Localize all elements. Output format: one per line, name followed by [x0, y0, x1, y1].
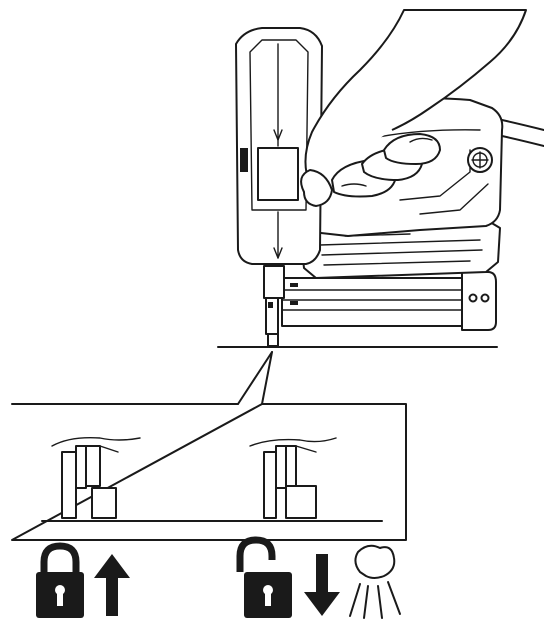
arrow-down-icon: [304, 554, 340, 616]
detail-left-locked: [51, 436, 141, 519]
detail-box: [11, 403, 407, 541]
detail-right-unlocked: [249, 437, 337, 519]
callout-pointer: [237, 351, 273, 405]
nose-column: [235, 27, 323, 347]
nail-gun-illustration: [217, 9, 544, 348]
padlock-locked-icon: [36, 542, 84, 618]
arrow-up-icon: [94, 554, 130, 616]
hand: [300, 9, 527, 207]
padlock-unlocked-icon: [236, 536, 292, 618]
work-light-icon: [349, 544, 401, 619]
magazine: [281, 271, 497, 331]
